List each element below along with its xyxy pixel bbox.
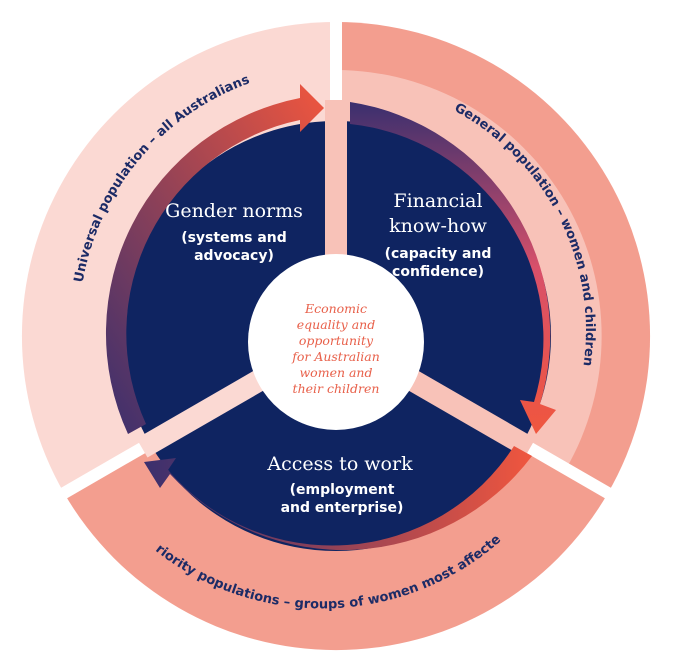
center-line-1: Economic — [304, 301, 367, 316]
segment-title-access-to-work: Access to work — [266, 453, 413, 475]
segment-sub-gender-norms-line1: (systems and — [181, 230, 287, 246]
segment-sub-gender-norms-line2: advocacy) — [194, 248, 274, 264]
segment-title-financial-line2: know-how — [389, 215, 488, 237]
segment-title-financial-line1: Financial — [393, 190, 482, 212]
arrow-top — [105, 84, 324, 434]
center-line-3: opportunity — [299, 333, 374, 348]
center-line-5: women and — [299, 365, 372, 380]
center-circle — [248, 254, 424, 430]
segment-sub-financial-line2: confidence) — [392, 264, 484, 280]
center-line-6: their children — [293, 381, 380, 396]
segment-title-gender-norms: Gender norms — [165, 200, 303, 222]
segment-sub-access-line1: (employment — [290, 482, 395, 498]
arrow-bottom — [144, 446, 532, 551]
center-line-2: equality and — [297, 317, 375, 332]
center-line-4: for Australian — [291, 349, 380, 364]
segment-sub-financial-line1: (capacity and — [385, 246, 492, 262]
arrow-right — [350, 102, 556, 434]
segment-sub-access-line2: and enterprise) — [281, 500, 404, 516]
